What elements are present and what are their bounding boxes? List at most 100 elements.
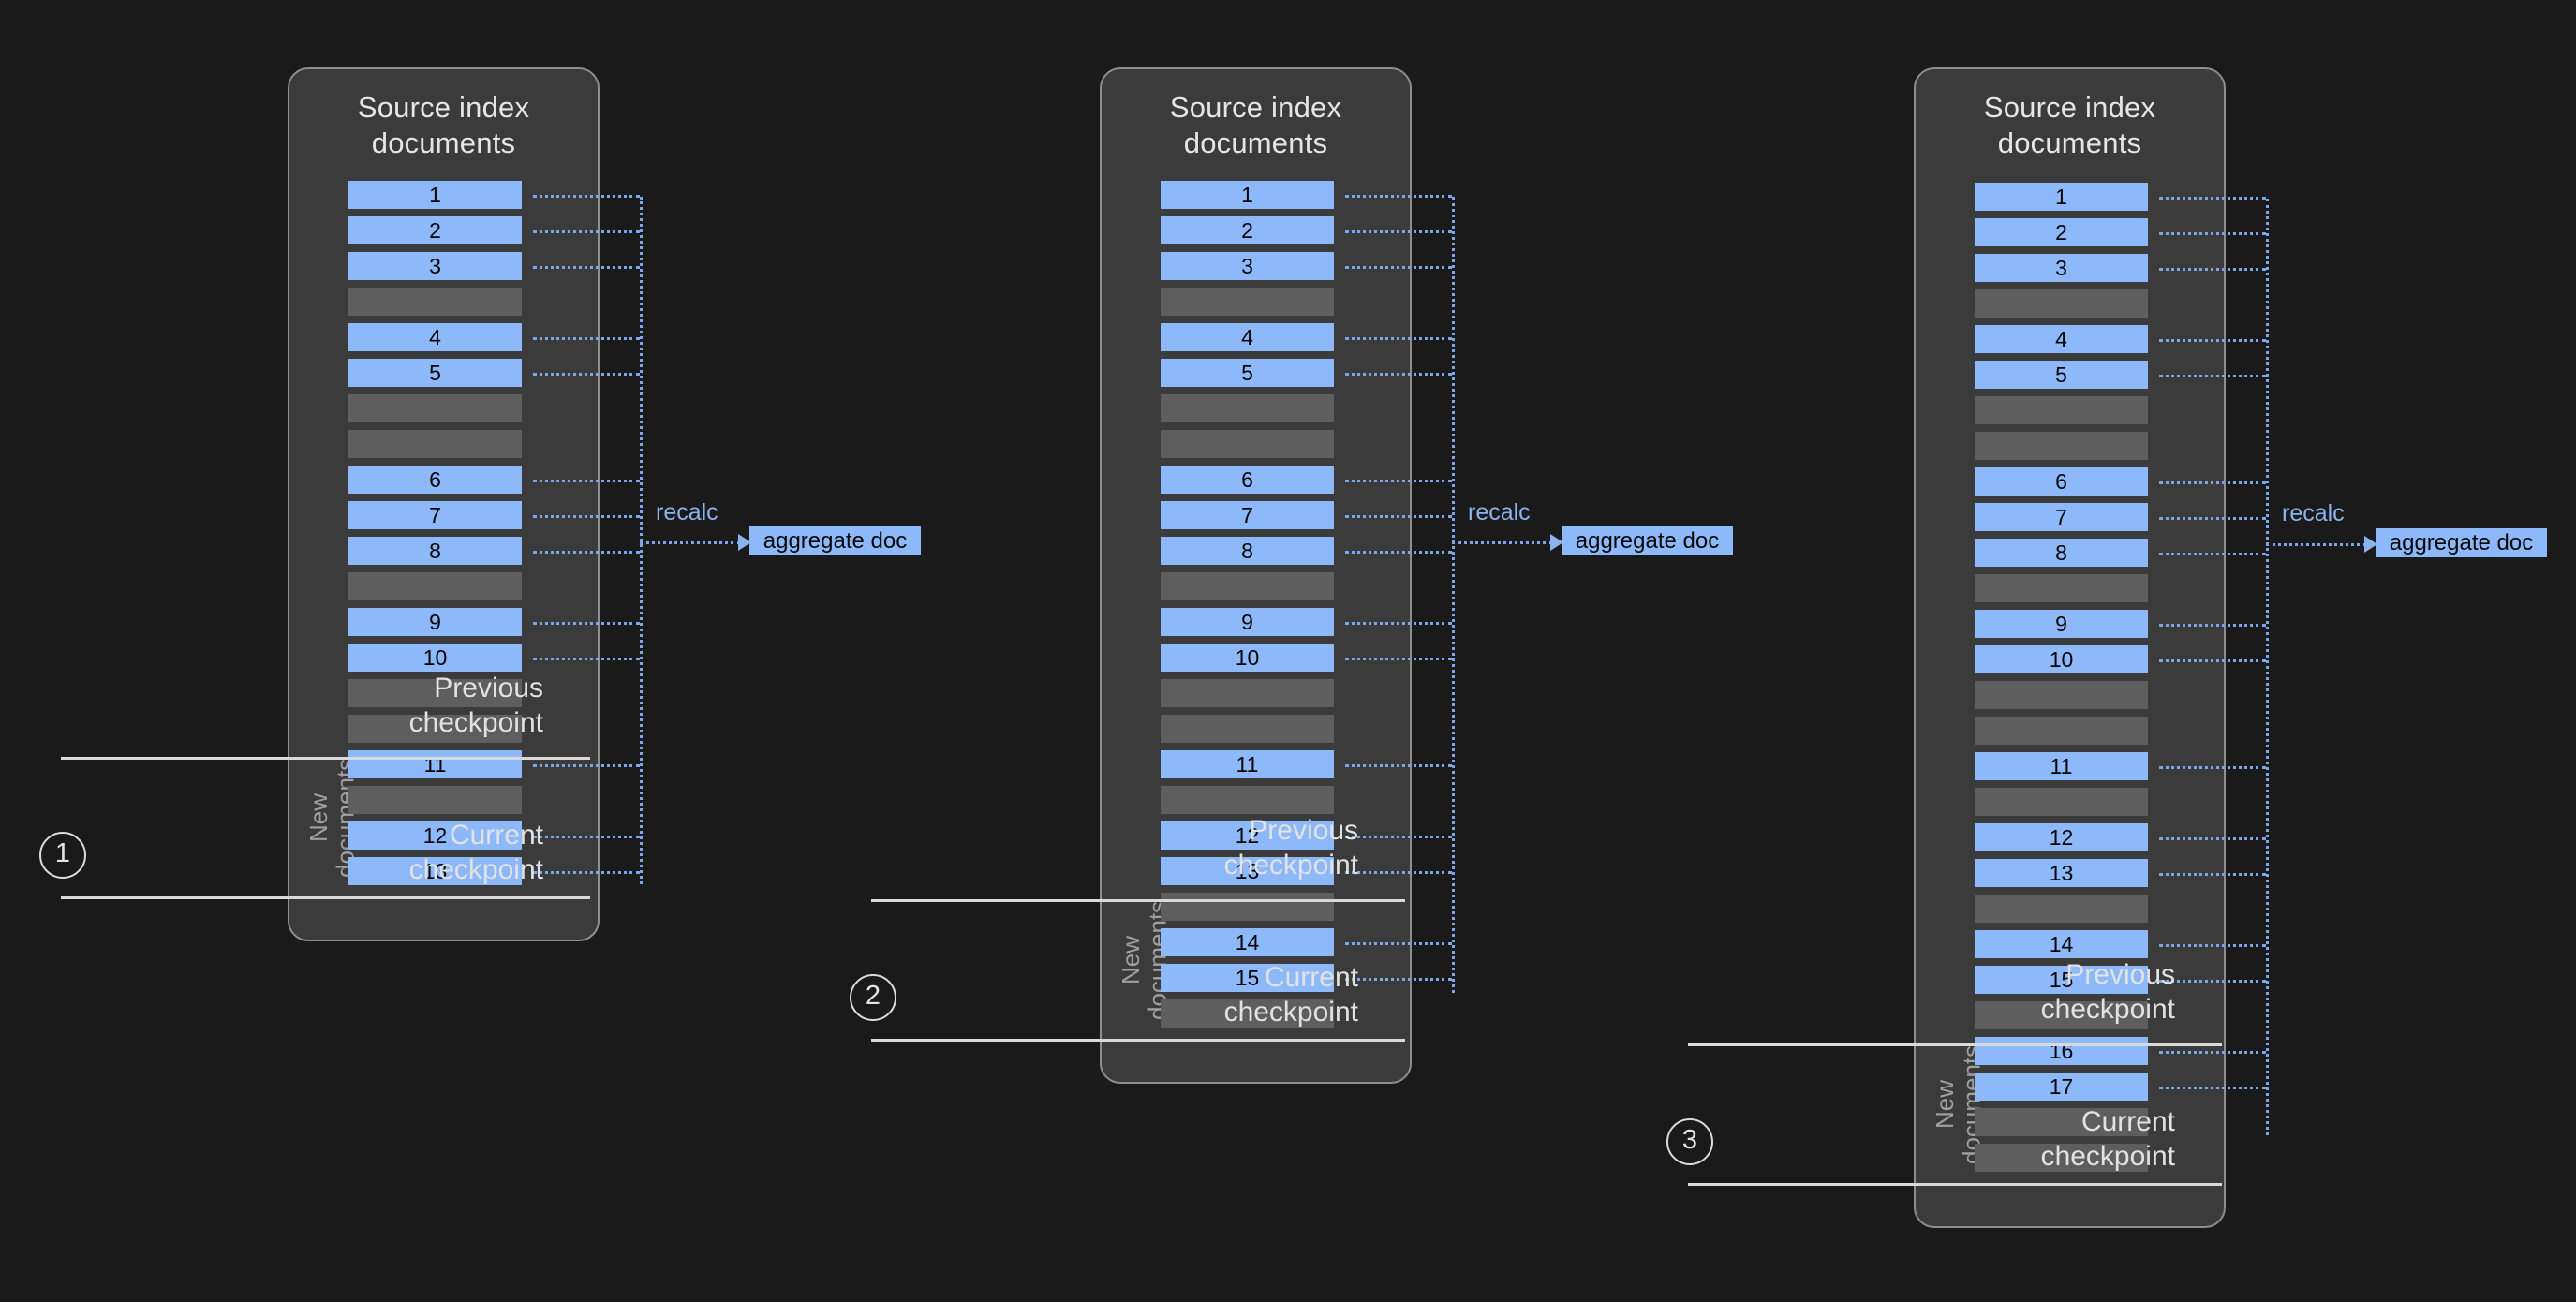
step-number-badge-2: 2 xyxy=(850,974,896,1021)
empty-row-2-14 xyxy=(1161,679,1334,707)
empty-row-2-23 xyxy=(1161,999,1334,1028)
document-row-3-2: 2 xyxy=(1975,218,2148,246)
connector-line-2-1 xyxy=(1345,195,1452,198)
connector-line-1-6 xyxy=(533,480,640,482)
current-checkpoint-line2: checkpoint xyxy=(2040,1141,2175,1173)
previous-checkpoint-rule-3 xyxy=(1688,1043,2222,1046)
connector-line-3-15 xyxy=(2159,980,2266,983)
previous-checkpoint-line1: Previous xyxy=(434,673,543,703)
empty-row-2-6 xyxy=(1161,394,1334,422)
current-checkpoint-line1: Current xyxy=(449,820,543,851)
connector-line-3-1 xyxy=(2159,197,2266,200)
empty-row-2-11 xyxy=(1161,572,1334,600)
empty-row-3-7 xyxy=(1975,432,2148,460)
document-row-1-11: 11 xyxy=(348,750,522,778)
connector-line-1-11 xyxy=(533,764,640,767)
connector-line-1-13 xyxy=(533,871,640,874)
document-row-3-17: 17 xyxy=(1975,1073,2148,1101)
document-row-2-14: 14 xyxy=(1161,928,1334,956)
empty-row-3-11 xyxy=(1975,574,2148,602)
empty-row-2-20 xyxy=(1161,893,1334,921)
document-row-2-7: 7 xyxy=(1161,501,1334,529)
connector-line-1-8 xyxy=(533,551,640,554)
previous-checkpoint-rule-2 xyxy=(871,899,1405,902)
document-row-1-1: 1 xyxy=(348,181,522,209)
connector-line-3-2 xyxy=(2159,232,2266,235)
recalc-arrow-head-1 xyxy=(738,534,751,551)
empty-row-2-17 xyxy=(1161,786,1334,814)
empty-row-1-17 xyxy=(348,786,522,814)
aggregate-doc-box-2: aggregate doc xyxy=(1562,526,1733,555)
document-row-1-13: 13 xyxy=(348,857,522,885)
connector-line-3-5 xyxy=(2159,375,2266,377)
document-row-3-4: 4 xyxy=(1975,325,2148,353)
connector-line-1-2 xyxy=(533,230,640,233)
empty-row-3-17 xyxy=(1975,788,2148,816)
connector-line-1-10 xyxy=(533,658,640,660)
connector-line-1-1 xyxy=(533,195,640,198)
connector-line-2-9 xyxy=(1345,622,1452,625)
document-row-2-2: 2 xyxy=(1161,216,1334,244)
connector-line-3-4 xyxy=(2159,339,2266,342)
document-row-3-13: 13 xyxy=(1975,859,2148,887)
empty-row-3-20 xyxy=(1975,895,2148,923)
previous-checkpoint-line1: Previous xyxy=(2065,959,2175,990)
empty-row-3-14 xyxy=(1975,681,2148,709)
connector-line-3-7 xyxy=(2159,517,2266,520)
document-row-1-7: 7 xyxy=(348,501,522,529)
document-row-1-8: 8 xyxy=(348,537,522,565)
document-row-2-10: 10 xyxy=(1161,644,1334,672)
empty-row-3-26 xyxy=(1975,1108,2148,1136)
previous-checkpoint-line2: checkpoint xyxy=(1223,850,1358,881)
aggregate-doc-box-1: aggregate doc xyxy=(749,526,921,555)
empty-row-3-3 xyxy=(1975,289,2148,318)
document-row-3-1: 1 xyxy=(1975,183,2148,211)
document-row-1-5: 5 xyxy=(348,359,522,387)
empty-row-1-7 xyxy=(348,430,522,458)
document-row-1-6: 6 xyxy=(348,466,522,494)
recalc-label-2: recalc xyxy=(1468,499,1531,525)
connector-line-3-13 xyxy=(2159,873,2266,876)
document-row-3-6: 6 xyxy=(1975,467,2148,496)
connector-bus-2 xyxy=(1452,197,1455,993)
document-row-2-4: 4 xyxy=(1161,323,1334,351)
connector-line-3-17 xyxy=(2159,1087,2266,1089)
current-checkpoint-line2: checkpoint xyxy=(408,854,543,886)
connector-line-1-9 xyxy=(533,622,640,625)
empty-row-1-6 xyxy=(348,394,522,422)
panel-title-line1: Source index xyxy=(1983,91,2156,124)
document-row-1-9: 9 xyxy=(348,608,522,636)
connector-line-3-8 xyxy=(2159,553,2266,555)
recalc-label-1: recalc xyxy=(656,499,718,525)
document-row-3-16: 16 xyxy=(1975,1037,2148,1065)
connector-line-3-3 xyxy=(2159,268,2266,271)
aggregate-doc-box-3: aggregate doc xyxy=(2376,528,2547,557)
panel-title-line2: documents xyxy=(1183,126,1328,159)
panel-title-line2: documents xyxy=(371,126,516,159)
connector-bus-1 xyxy=(640,197,643,884)
connector-line-3-14 xyxy=(2159,944,2266,947)
empty-row-2-7 xyxy=(1161,430,1334,458)
connector-line-2-7 xyxy=(1345,515,1452,518)
connector-line-1-3 xyxy=(533,266,640,269)
connector-line-2-14 xyxy=(1345,942,1452,945)
panel-title-line1: Source index xyxy=(357,91,530,124)
empty-row-3-15 xyxy=(1975,717,2148,745)
document-row-1-12: 12 xyxy=(348,821,522,850)
document-row-2-3: 3 xyxy=(1161,252,1334,280)
document-row-3-3: 3 xyxy=(1975,254,2148,282)
empty-row-1-11 xyxy=(348,572,522,600)
document-row-3-5: 5 xyxy=(1975,361,2148,389)
document-row-3-15: 15 xyxy=(1975,966,2148,994)
current-checkpoint-rule-1 xyxy=(61,896,590,899)
connector-line-2-15 xyxy=(1345,978,1452,981)
document-row-2-13: 13 xyxy=(1161,857,1334,885)
recalc-label-3: recalc xyxy=(2282,500,2345,526)
empty-row-3-6 xyxy=(1975,396,2148,424)
connector-line-2-5 xyxy=(1345,373,1452,376)
empty-row-1-14 xyxy=(348,679,522,707)
step-number-badge-3: 3 xyxy=(1666,1118,1713,1165)
